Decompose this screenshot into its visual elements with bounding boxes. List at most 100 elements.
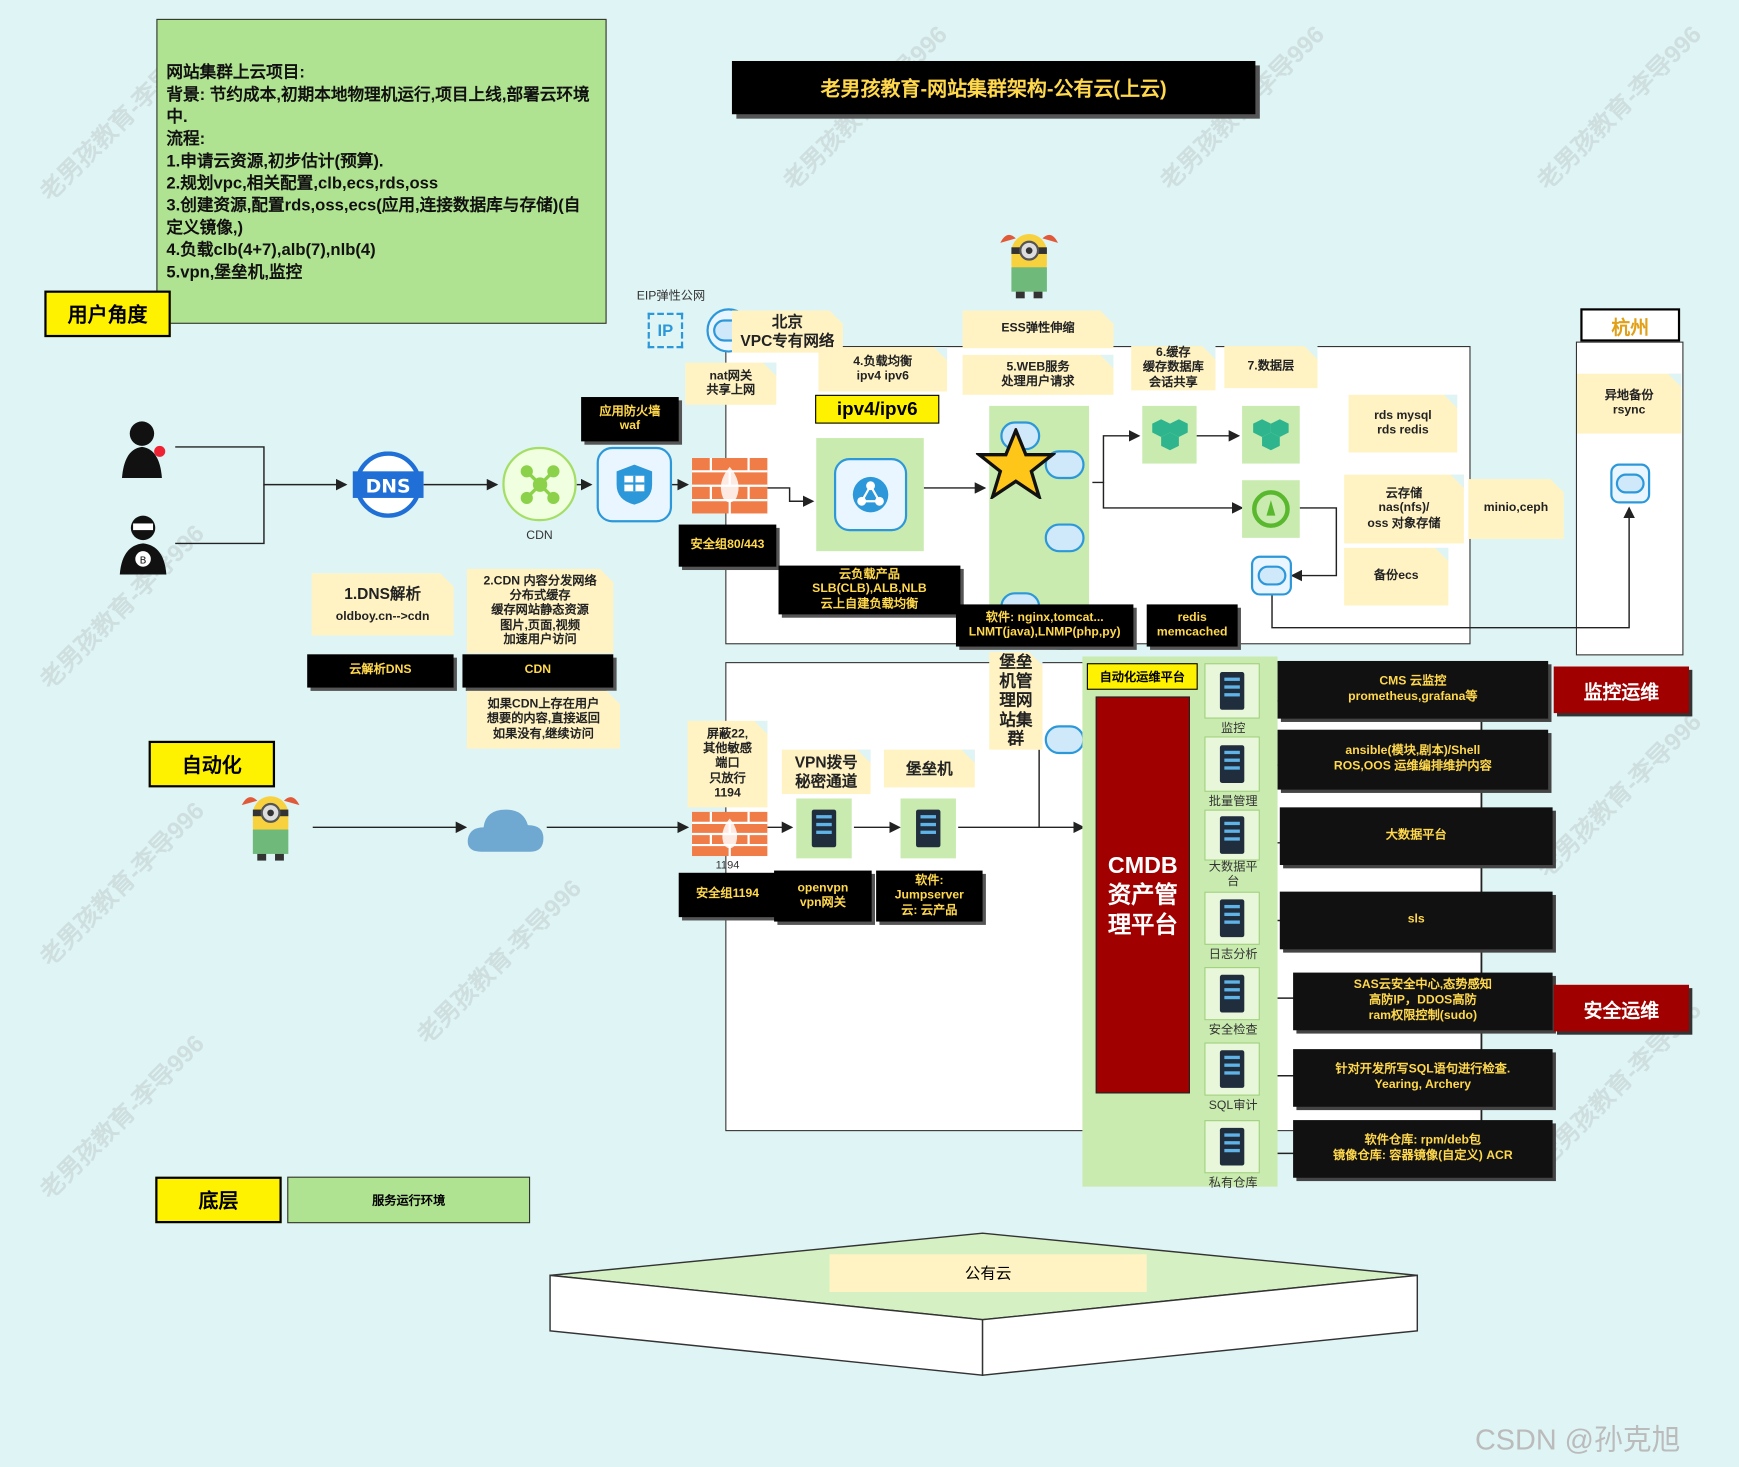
storage-icon [1242,480,1300,538]
ops-item-label: SQL审计 [1208,1099,1258,1113]
csdn-watermark: CSDN @孙克旭 [1474,1422,1681,1456]
ops-desc-monitor: CMS 云监控 prometheus,grafana等 [1277,660,1549,719]
cache-db-icon [1142,405,1197,464]
ess-note: ESS弹性伸缩 [962,310,1114,349]
bastion-server-box [900,798,956,859]
ops-desc-bigdata: 大数据平台 [1279,807,1553,866]
server-icon [1204,967,1260,1021]
ops-desc-sql: 针对开发所写SQL语句进行检查. Yearing, Archery [1293,1049,1553,1107]
nat-note: nat网关 共享上网 [685,362,777,405]
load-balancer-box [816,438,924,552]
ops-desc-batch: ansible(模块,剧本)/Shell ROS,OOS 运维编排维护内容 [1277,729,1549,790]
star-icon [974,425,1058,501]
cloud-icon [1044,725,1085,755]
monitor-ops-label: 监控运维 [1553,666,1690,714]
server-icon [1204,1042,1260,1096]
cloud-storage-note: 云存储 nas(nfs)/ oss 对象存储 [1344,474,1464,544]
server-icon [1204,891,1260,945]
ops-desc-repo: 软件仓库: rpm/deb包 镜像仓库: 容器镜像(自定义) ACR [1293,1120,1553,1178]
firewall-shield-icon [596,446,673,523]
ops-item-batch: 批量管理 [1204,736,1262,808]
rds-note: rds mysql rds redis [1348,394,1458,453]
cdn-step-note: 2.CDN 内容分发网络 分布式缓存 缓存网站静态资源 图片,页面,视频 加速用… [466,568,614,654]
project-note-line: 4.负载clb(4+7),alb(7),nlb(4) [166,240,376,260]
user-angle-label: 用户角度 [44,290,171,338]
cloud-lb-products: 云负载产品 SLB(CLB),ALB,NLB 云上自建负载均衡 [778,565,961,615]
backup-server-icon [1250,555,1292,596]
lb-note: 4.负载均衡 ipv4 ipv6 [818,347,948,392]
ops-item-bigdata: 大数据平台 [1204,809,1262,889]
project-note-line: 1.申请云资源,初步估计(预算). [166,151,384,171]
sg-80-443: 安全组80/443 [678,524,777,567]
ops-desc-security: SAS云安全中心,态势感知 高防IP，DDOS高防 ram权限控制(sudo) [1293,972,1553,1031]
dns-icon: DNS [352,451,424,518]
data-layer-note: 7.数据层 [1224,346,1318,389]
openvpn-label: openvpn vpn网关 [774,870,872,922]
cdn-dark-label: CDN [462,654,614,688]
vpn-dial-note: VPN拨号 秘密通道 [781,749,871,795]
redis-memcached: redis memcached [1146,604,1238,647]
hangzhou-label: 杭州 [1580,308,1681,342]
cloud-icon [466,803,546,854]
vpn-server-box [796,798,852,859]
ops-item-label: 大数据平台 [1208,860,1258,889]
bastion-note: 堡垒机 [883,749,975,788]
ops-item-sql: SQL审计 [1204,1042,1262,1113]
ops-item-label: 监控 [1221,721,1246,736]
service-env-label: 服务运行环境 [287,1176,531,1224]
user-icon: B [118,512,169,575]
security-ops-label: 安全运维 [1553,984,1690,1032]
ops-desc-logs: sls [1279,891,1553,950]
ops-item-monitor: 监控 [1204,663,1262,735]
minion-icon [237,790,304,865]
server-icon [1204,809,1260,861]
bottom-layer-label: 底层 [155,1176,282,1224]
server-icon [1204,1120,1260,1174]
ops-item-logs: 日志分析 [1204,891,1262,962]
database-icon [1242,405,1300,464]
public-cloud-label: 公有云 [829,1254,1147,1292]
minio-note: minio,ceph [1468,479,1564,539]
waf-title: 应用防火墙 waf [581,397,679,442]
ops-item-repo: 私有仓库 [1204,1120,1262,1190]
minion-icon [996,227,1063,300]
cloud-dns-label: 云解析DNS [307,654,454,688]
dns-step-title: 1.DNS解析 [344,584,421,603]
remote-backup-note: 异地备份 rsync [1576,373,1682,434]
backup-ecs-note: 备份ecs [1344,547,1449,606]
jumpserver-label: 软件: Jumpserver 云: 云产品 [876,870,983,922]
cdn-cache-note: 如果CDN上存在用户 想要的内容,直接返回 如果没有,继续访问 [466,690,620,749]
ops-item-label: 日志分析 [1208,948,1258,962]
vpc-note: 北京 VPC专有网络 [731,310,843,353]
eip-label: EIP弹性公网 [636,289,706,303]
automation-label: 自动化 [148,740,276,788]
cloud-icon [1044,523,1085,553]
server-icon [1204,736,1260,792]
remote-backup-icon [1610,463,1651,504]
ops-item-label: 批量管理 [1208,795,1258,809]
hacker-icon [111,416,171,478]
project-note: 网站集群上云项目: 背景: 节约成本,初期本地物理机运行,项目上线,部署云环境中… [156,18,607,324]
load-balancer-icon [833,458,907,532]
sg-1194: 安全组1194 [678,872,777,918]
brick-firewall-icon [692,811,768,857]
svg-text:DNS: DNS [366,476,411,497]
server-icon [916,809,941,848]
project-note-line: 流程: [166,129,206,149]
shield-note: 屏蔽22, 其他敏感 端口 只放行 1194 [687,720,768,808]
ops-item-label: 安全检查 [1208,1023,1258,1037]
eip-icon: IP [647,312,684,349]
cache-note: 6.缓存 缓存数据库 会话共享 [1131,346,1216,391]
dns-step-note: 1.DNS解析 oldboy.cn-->cdn [311,573,454,636]
brick-firewall-icon [692,458,768,514]
cdn-label: CDN [526,528,553,543]
port-1194: 1194 [715,859,740,872]
server-icon [811,809,837,848]
auto-ops-label: 自动化运维平台 [1086,663,1198,690]
project-note-line: 网站集群上云项目: [166,63,305,83]
ipv4-ipv6-label: ipv4/ipv6 [815,394,940,424]
web-note: 5.WEB服务 处理用户请求 [962,354,1114,395]
cmdb-platform: CMDB 资产管 理平台 [1095,696,1190,1094]
cdn-network-icon [502,446,577,522]
